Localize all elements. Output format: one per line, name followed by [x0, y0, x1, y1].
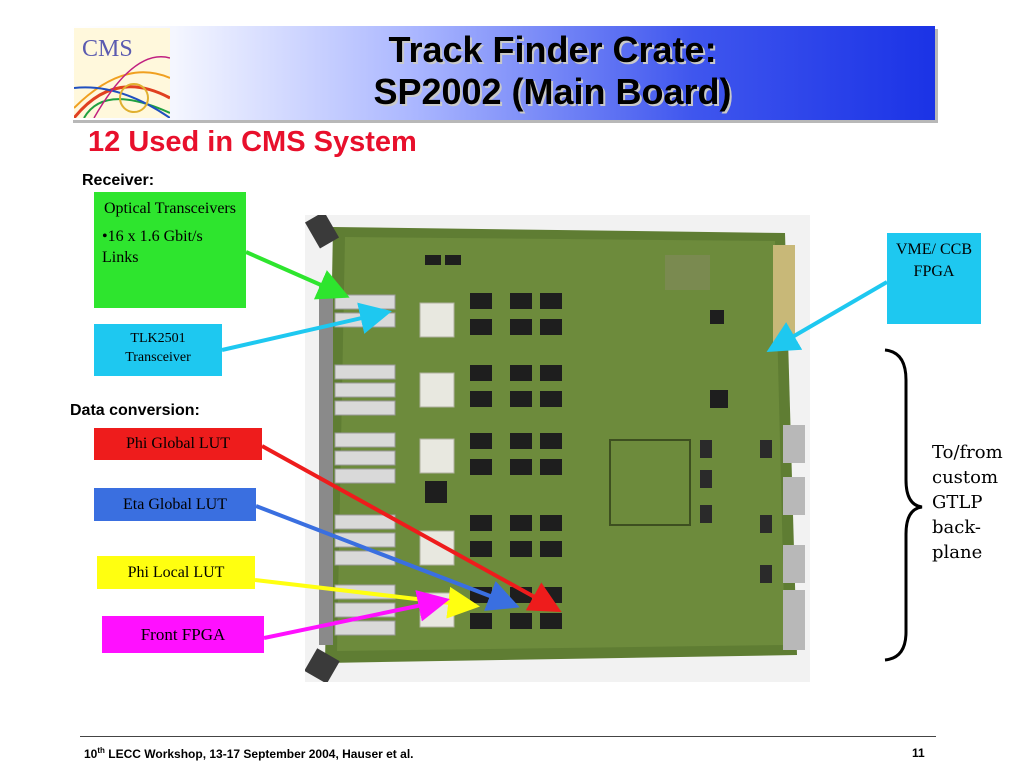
vme-arrow: [766, 280, 889, 353]
backplane-note: To/from custom GTLP back- plane: [932, 440, 1003, 565]
front-fpga-box: Front FPGA: [102, 616, 264, 653]
phi-global-lut-box: Phi Global LUT: [94, 428, 262, 460]
backplane-line-1: To/from: [932, 442, 1003, 463]
subtitle: 12 Used in CMS System: [88, 126, 417, 158]
footer-ordinal-suffix: th: [97, 746, 105, 755]
optical-arrow: [245, 250, 350, 300]
phi-local-lut-box: Phi Local LUT: [97, 556, 255, 589]
eta-global-lut-text: Eta Global LUT: [123, 496, 227, 513]
phi-local-lut-text: Phi Local LUT: [127, 564, 225, 581]
title-line-1: Track Finder Crate:: [388, 29, 717, 70]
backplane-line-3: GTLP: [932, 492, 983, 513]
footer-citation: 10th LECC Workshop, 13-17 September 2004…: [84, 746, 413, 761]
footer-ordinal: 10: [84, 747, 98, 761]
vme-ccb-fpga-box: VME/ CCB FPGA: [887, 233, 981, 324]
logo-text: CMS: [82, 36, 133, 62]
optical-title: Optical Transceivers: [104, 200, 236, 217]
receiver-label: Receiver:: [82, 172, 155, 189]
title-banner: [70, 26, 935, 120]
title-line-2: SP2002 (Main Board): [373, 71, 732, 112]
footer-text: LECC Workshop, 13-17 September 2004, Hau…: [104, 747, 414, 761]
footer-divider: [80, 736, 936, 737]
page-number: 11: [912, 746, 925, 760]
front-fpga-text: Front FPGA: [140, 625, 226, 644]
optical-transceivers-box: Optical Transceivers •16 x 1.6 Gbit/s Li…: [94, 192, 246, 308]
tlk-arrow: [221, 302, 392, 352]
backplane-line-2: custom: [932, 467, 999, 488]
optical-bullet: •16 x 1.6 Gbit/s Links: [102, 228, 203, 266]
backplane-line-5: plane: [932, 542, 983, 563]
tlk-text: TLK2501 Transceiver: [125, 331, 191, 365]
data-conversion-label: Data conversion:: [70, 402, 200, 419]
cms-logo: CMS: [74, 28, 170, 118]
tlk2501-box: TLK2501 Transceiver: [94, 324, 222, 376]
front-fpga-arrow: [263, 590, 450, 640]
eta-global-lut-box: Eta Global LUT: [94, 488, 256, 521]
vme-text: VME/ CCB FPGA: [895, 241, 972, 280]
backplane-brace: [884, 348, 923, 662]
backplane-line-4: back-: [932, 517, 982, 538]
phi-global-lut-text: Phi Global LUT: [126, 435, 230, 452]
eta-global-arrow: [255, 504, 520, 611]
